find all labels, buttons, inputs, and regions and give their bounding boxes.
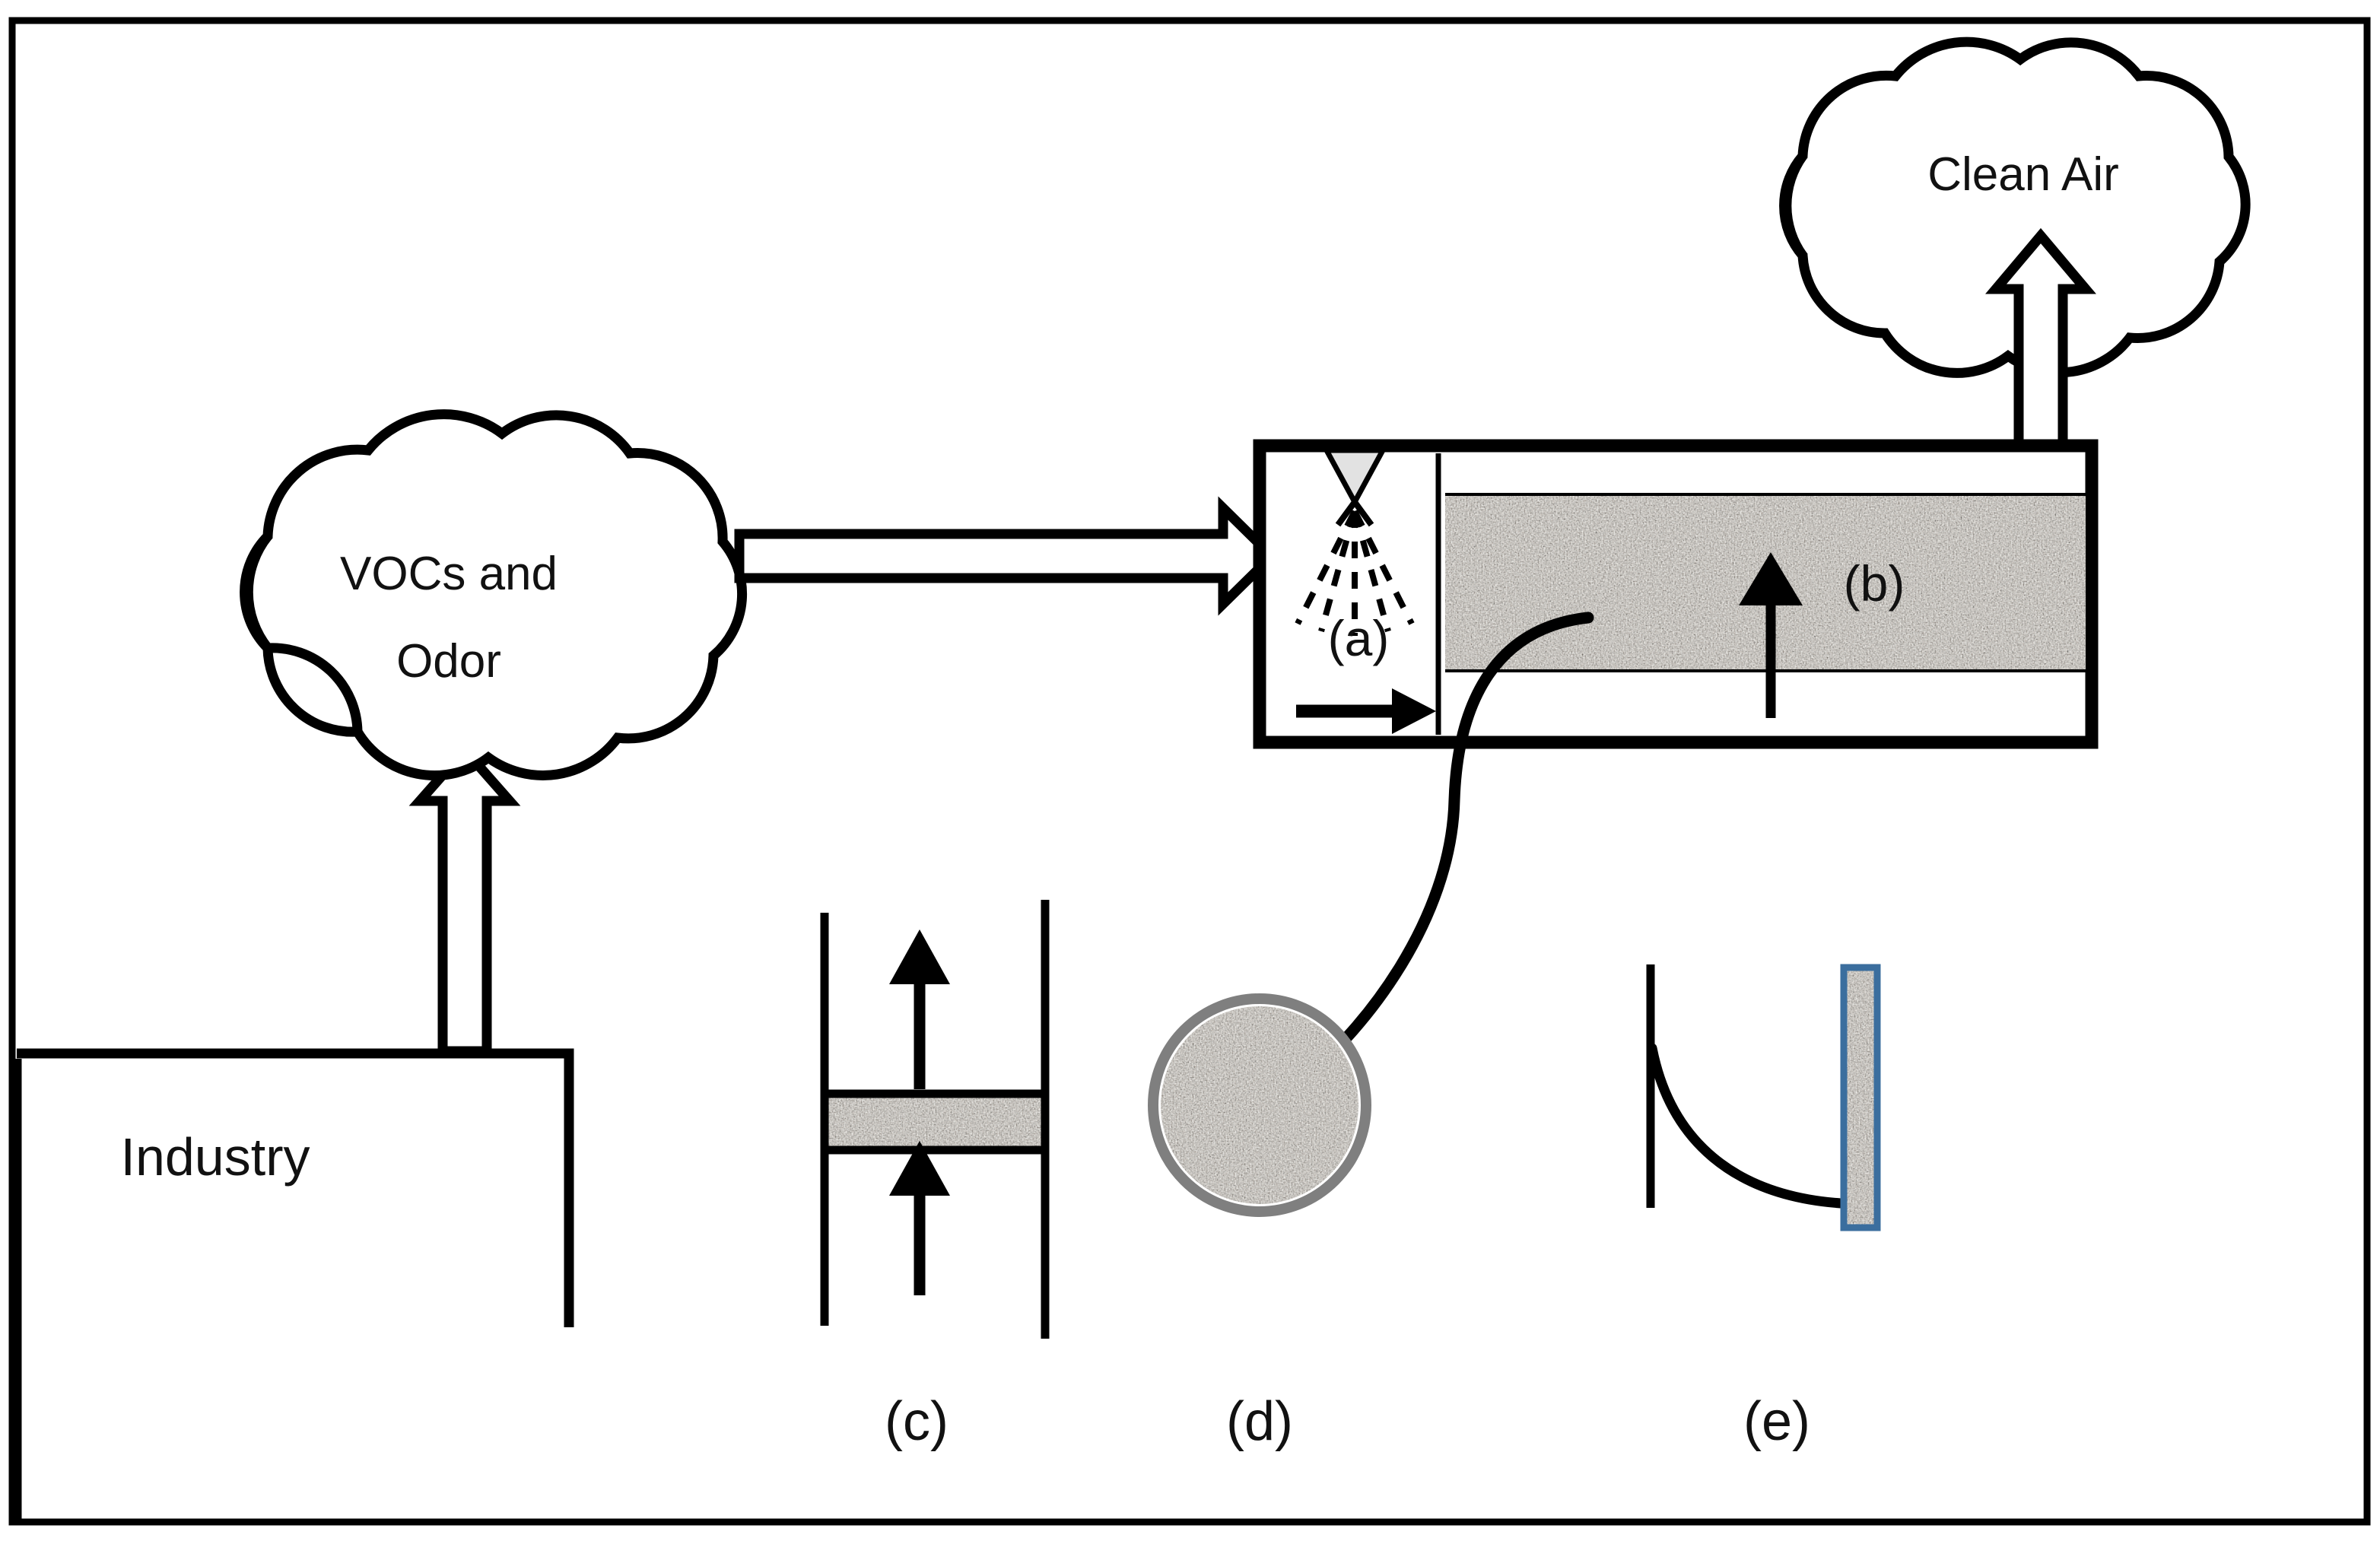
arrow-gas-inlet [1296, 688, 1436, 734]
biofilm-profile-e: (e) [1646, 964, 1881, 1452]
arrow-cloud-to-reactor [734, 496, 1279, 616]
column-media-band-outline [820, 1089, 1050, 1155]
spray-dashed-lines [1295, 510, 1415, 636]
profile-decay-curve [1647, 1043, 1846, 1209]
biofilter-reactor: (b) (a) [1253, 439, 2099, 749]
vocs-cloud-label-line1: VOCs and [340, 548, 558, 600]
callout-b-label: (b) [1844, 555, 1905, 612]
arrow-column-inlet [889, 1141, 950, 1295]
callout-a-label: (a) [1328, 610, 1390, 666]
clean-air-cloud: Clean Air [1779, 37, 2251, 378]
callout-d-label: (d) [1226, 1391, 1293, 1452]
industry-label: Industry [121, 1127, 310, 1187]
callout-c-label: (c) [885, 1391, 949, 1452]
biofilm-strip-border [1840, 964, 1881, 1231]
industry-node: Industry [11, 1048, 574, 1522]
particle-detail-d: (d) [1148, 993, 1371, 1452]
vocs-odor-cloud: VOCs and Odor [240, 409, 748, 780]
arrow-bed-upflow [1739, 552, 1803, 718]
clean-air-label: Clean Air [1927, 148, 2119, 201]
callout-e-label: (e) [1743, 1391, 1810, 1452]
vocs-cloud-label-line2: Odor [396, 635, 501, 688]
arrow-industry-to-cloud [408, 742, 521, 1056]
arrow-reactor-to-clean-air [1985, 227, 2096, 450]
particle-media-fill [1161, 1006, 1358, 1204]
column-media-band [825, 1094, 1045, 1150]
arrow-column-outlet [889, 929, 950, 1089]
spray-nozzle-icon [1295, 447, 1415, 636]
column-diagram-c: (c) [820, 900, 1050, 1452]
figure-border [8, 17, 2371, 1526]
biofilm-strip-fill [1844, 967, 1877, 1228]
